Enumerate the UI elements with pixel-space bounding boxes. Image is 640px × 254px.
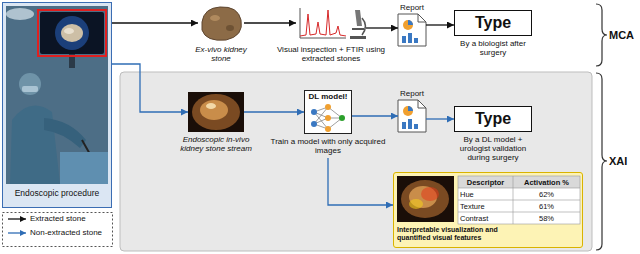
legend-item: Non-extracted stone: [30, 228, 102, 237]
node-text: Endoscopic procedure: [4, 189, 110, 199]
legend-text: Non-extracted stone: [30, 228, 102, 237]
node-text: By a DL model + urologist validation dur…: [448, 135, 538, 163]
node-text: Endoscopic in-vivo kidney stone stream: [176, 135, 256, 153]
node-text: Type: [475, 110, 511, 128]
type-box: Type By a DL model + urologist validation…: [448, 104, 538, 168]
node-text: Train a model with only acquired images: [270, 137, 386, 155]
table-cell: Contrast: [458, 213, 513, 224]
ftir-icon: [296, 4, 366, 42]
section-label: XAI: [609, 155, 627, 168]
image-node: Endoscopic in-vivo kidney stone stream: [176, 90, 256, 156]
legend-sample: [8, 218, 26, 219]
flow-arrow: [112, 22, 198, 23]
panel-border: [2, 2, 112, 208]
report-icon: [398, 14, 426, 46]
table-cell: Hue: [458, 189, 513, 200]
panel-fill: [2, 2, 112, 208]
image-area: [188, 92, 244, 132]
section-label: MCA: [609, 29, 634, 42]
table-cell: Activation %: [513, 177, 580, 188]
node-text: Type: [475, 14, 511, 32]
table-cell: 58%: [513, 213, 580, 224]
report-icon: [398, 100, 426, 132]
type-box: Type By a biologist after surgery: [448, 8, 538, 66]
brace: [596, 73, 607, 250]
model-box: DL model! Train a model with only acquire…: [270, 88, 386, 158]
node-text: Visual inspection + FTIR using extracted…: [275, 45, 387, 63]
flow-arrow: [328, 158, 393, 205]
image-node: Ex-vivo kidney stone: [191, 2, 251, 66]
result-box: Type: [454, 106, 532, 132]
image-area: [296, 4, 366, 42]
image-node: Visual inspection + FTIR using extracted…: [275, 2, 387, 66]
feature-box: DescriptorActivation %Hue62%Texture61%Co…: [393, 172, 583, 248]
table-cell: 62%: [513, 189, 580, 200]
node-text: DL model!: [309, 92, 348, 101]
table-cell: 61%: [513, 201, 580, 212]
attention-image: [397, 176, 454, 222]
model-border: DL model!: [304, 90, 352, 134]
legend-item: Extracted stone: [30, 214, 86, 223]
panel: Endoscopic procedure: [2, 2, 112, 208]
flow-arrow: [352, 115, 398, 116]
node-text: Ex-vivo kidney stone: [191, 45, 251, 63]
icon-area: [398, 14, 426, 46]
feature-table: [458, 176, 580, 224]
xai-panel: [120, 72, 592, 251]
node-text: By a biologist after surgery: [448, 39, 538, 57]
ex-vivo-stone: [202, 7, 241, 40]
network-icon: [304, 90, 352, 134]
icon-area: [398, 100, 426, 132]
node-text: Interpretable visualization and quantifi…: [397, 226, 527, 242]
flow-arrow: [426, 24, 454, 25]
legend-sample: [8, 232, 26, 233]
flow-arrow: [244, 22, 296, 23]
result-box: Type: [454, 10, 532, 36]
flow-arrow: [426, 118, 454, 119]
table-cell: Texture: [458, 201, 513, 212]
surgery-photo: [6, 6, 108, 184]
in-vivo-image: [188, 92, 244, 132]
node-text: Report: [390, 3, 434, 12]
flow-arrow: [112, 64, 188, 112]
image-area: [198, 4, 244, 42]
flow-arrow: [366, 27, 398, 28]
flow-arrow: [244, 111, 304, 112]
legend-text: Extracted stone: [30, 214, 86, 223]
report-node: Report: [390, 88, 434, 134]
report-node: Report: [390, 2, 434, 48]
brace: [596, 4, 607, 66]
legend-box: [3, 213, 113, 247]
feature-fill: [393, 172, 583, 248]
table-cell: Descriptor: [458, 177, 513, 188]
node-text: Report: [390, 89, 434, 98]
